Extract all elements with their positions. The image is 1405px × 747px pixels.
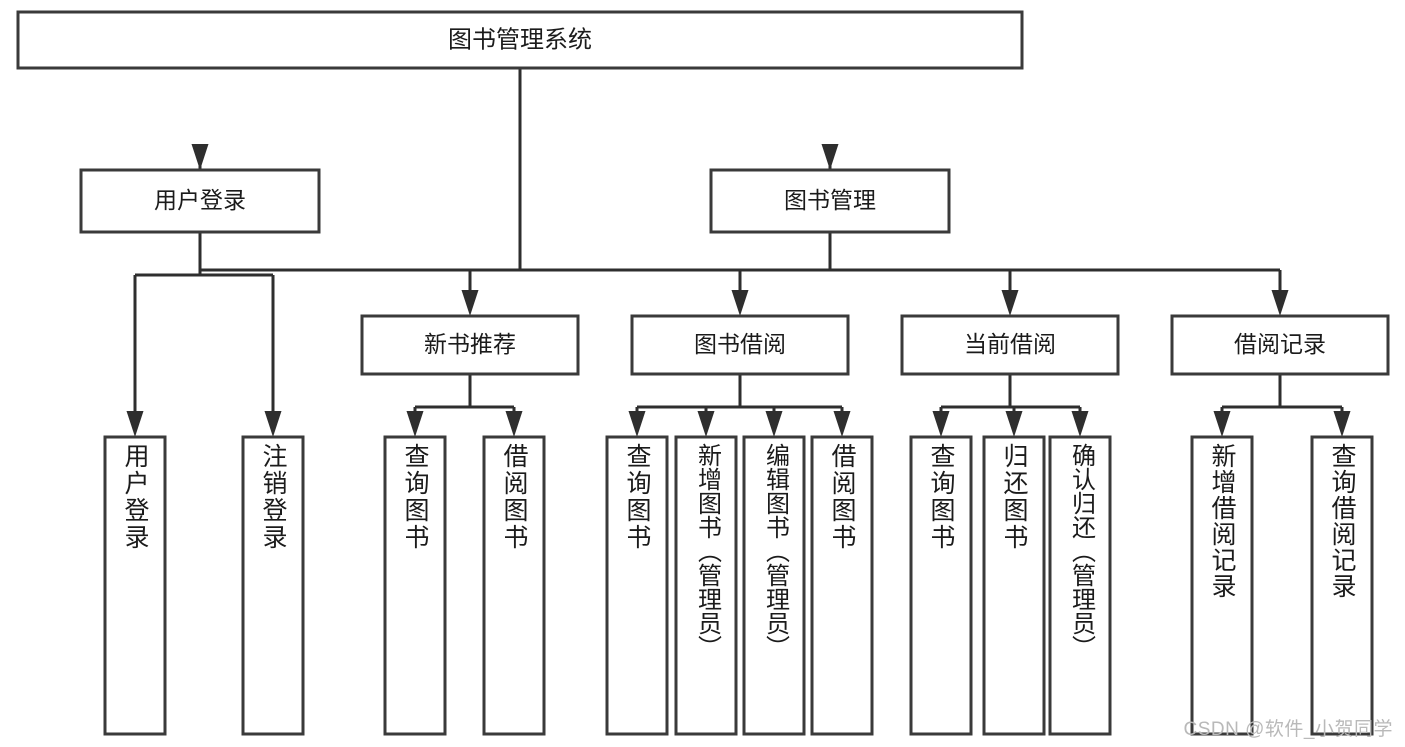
node-box[interactable] [709,168,951,234]
node-leaf-query-book-rec[interactable] [383,435,447,736]
node-box[interactable] [16,10,1024,70]
arrow-head-icon [1001,290,1019,316]
arrow-head-icon [1071,411,1089,437]
node-leaf-query-book-bor[interactable] [605,435,669,736]
node-box[interactable] [742,435,806,736]
node-leaf-add-record[interactable] [1190,435,1254,736]
arrow-head-icon [628,411,646,437]
node-book-manage[interactable]: 图书管理 [709,168,951,234]
node-leaf-borrow-book[interactable] [810,435,874,736]
watermark-label: CSDN @软件_小贺同学 [1183,719,1393,740]
node-label: 用户登录 [154,187,246,213]
node-box[interactable] [1170,314,1390,376]
connector-group-borrow-record [1213,374,1351,437]
node-label: 借阅记录 [1234,331,1326,357]
arrow-head-icon [1213,411,1231,437]
node-box[interactable] [241,435,305,736]
arrow-head-icon [932,411,950,437]
node-leaf-borrow-book-rec[interactable] [482,435,546,736]
node-leaf-add-book[interactable] [674,435,738,736]
node-box[interactable] [605,435,669,736]
arrow-head-icon [126,411,144,437]
connector-group-book-manage [461,232,1289,316]
node-box[interactable] [900,314,1120,376]
node-root[interactable]: 图书管理系统 [16,10,1024,70]
node-label: 图书管理系统 [448,26,592,53]
node-box[interactable] [482,435,546,736]
node-leaf-edit-book[interactable] [742,435,806,736]
connector-group-current-borrow [932,374,1089,437]
node-box[interactable] [674,435,738,736]
node-new-book-recommend[interactable]: 新书推荐 [360,314,580,376]
node-leaf-query-record[interactable] [1310,435,1374,736]
node-current-borrow[interactable]: 当前借阅 [900,314,1120,376]
node-label: 新书推荐 [424,331,516,357]
node-leaf-user-login[interactable] [103,435,167,736]
node-user-login[interactable]: 用户登录 [79,168,321,234]
node-book-borrow[interactable]: 图书借阅 [630,314,850,376]
connector-group-user-login [126,232,282,437]
node-box[interactable] [1190,435,1254,736]
node-box[interactable] [103,435,167,736]
connector-group-book-borrow [628,374,851,437]
node-box[interactable] [909,435,973,736]
arrow-head-icon [406,411,424,437]
arrow-head-icon [505,411,523,437]
node-box[interactable] [1310,435,1374,736]
arrow-head-icon [1333,411,1351,437]
node-box[interactable] [360,314,580,376]
arrow-head-icon [833,411,851,437]
node-label: 图书管理 [784,187,876,213]
node-box[interactable] [810,435,874,736]
arrow-head-icon [731,290,749,316]
arrow-head-icon [765,411,783,437]
node-leaf-return-book[interactable] [982,435,1046,736]
node-box[interactable] [630,314,850,376]
node-box[interactable] [79,168,321,234]
arrow-head-icon [1271,290,1289,316]
node-leaf-query-book-cur[interactable] [909,435,973,736]
node-label: 图书借阅 [694,331,786,357]
node-label: 当前借阅 [964,331,1056,357]
node-box[interactable] [1048,435,1112,736]
arrow-head-icon [191,144,209,170]
node-box[interactable] [383,435,447,736]
arrow-head-icon [461,290,479,316]
node-box[interactable] [982,435,1046,736]
node-borrow-record[interactable]: 借阅记录 [1170,314,1390,376]
connector-group-new-book-recommend [406,374,523,437]
node-leaf-logout[interactable] [241,435,305,736]
arrow-head-icon [821,144,839,170]
connectors-layer [126,68,1351,437]
arrow-head-icon [697,411,715,437]
node-leaf-confirm-return[interactable] [1048,435,1112,736]
arrow-head-icon [264,411,282,437]
arrow-head-icon [1005,411,1023,437]
